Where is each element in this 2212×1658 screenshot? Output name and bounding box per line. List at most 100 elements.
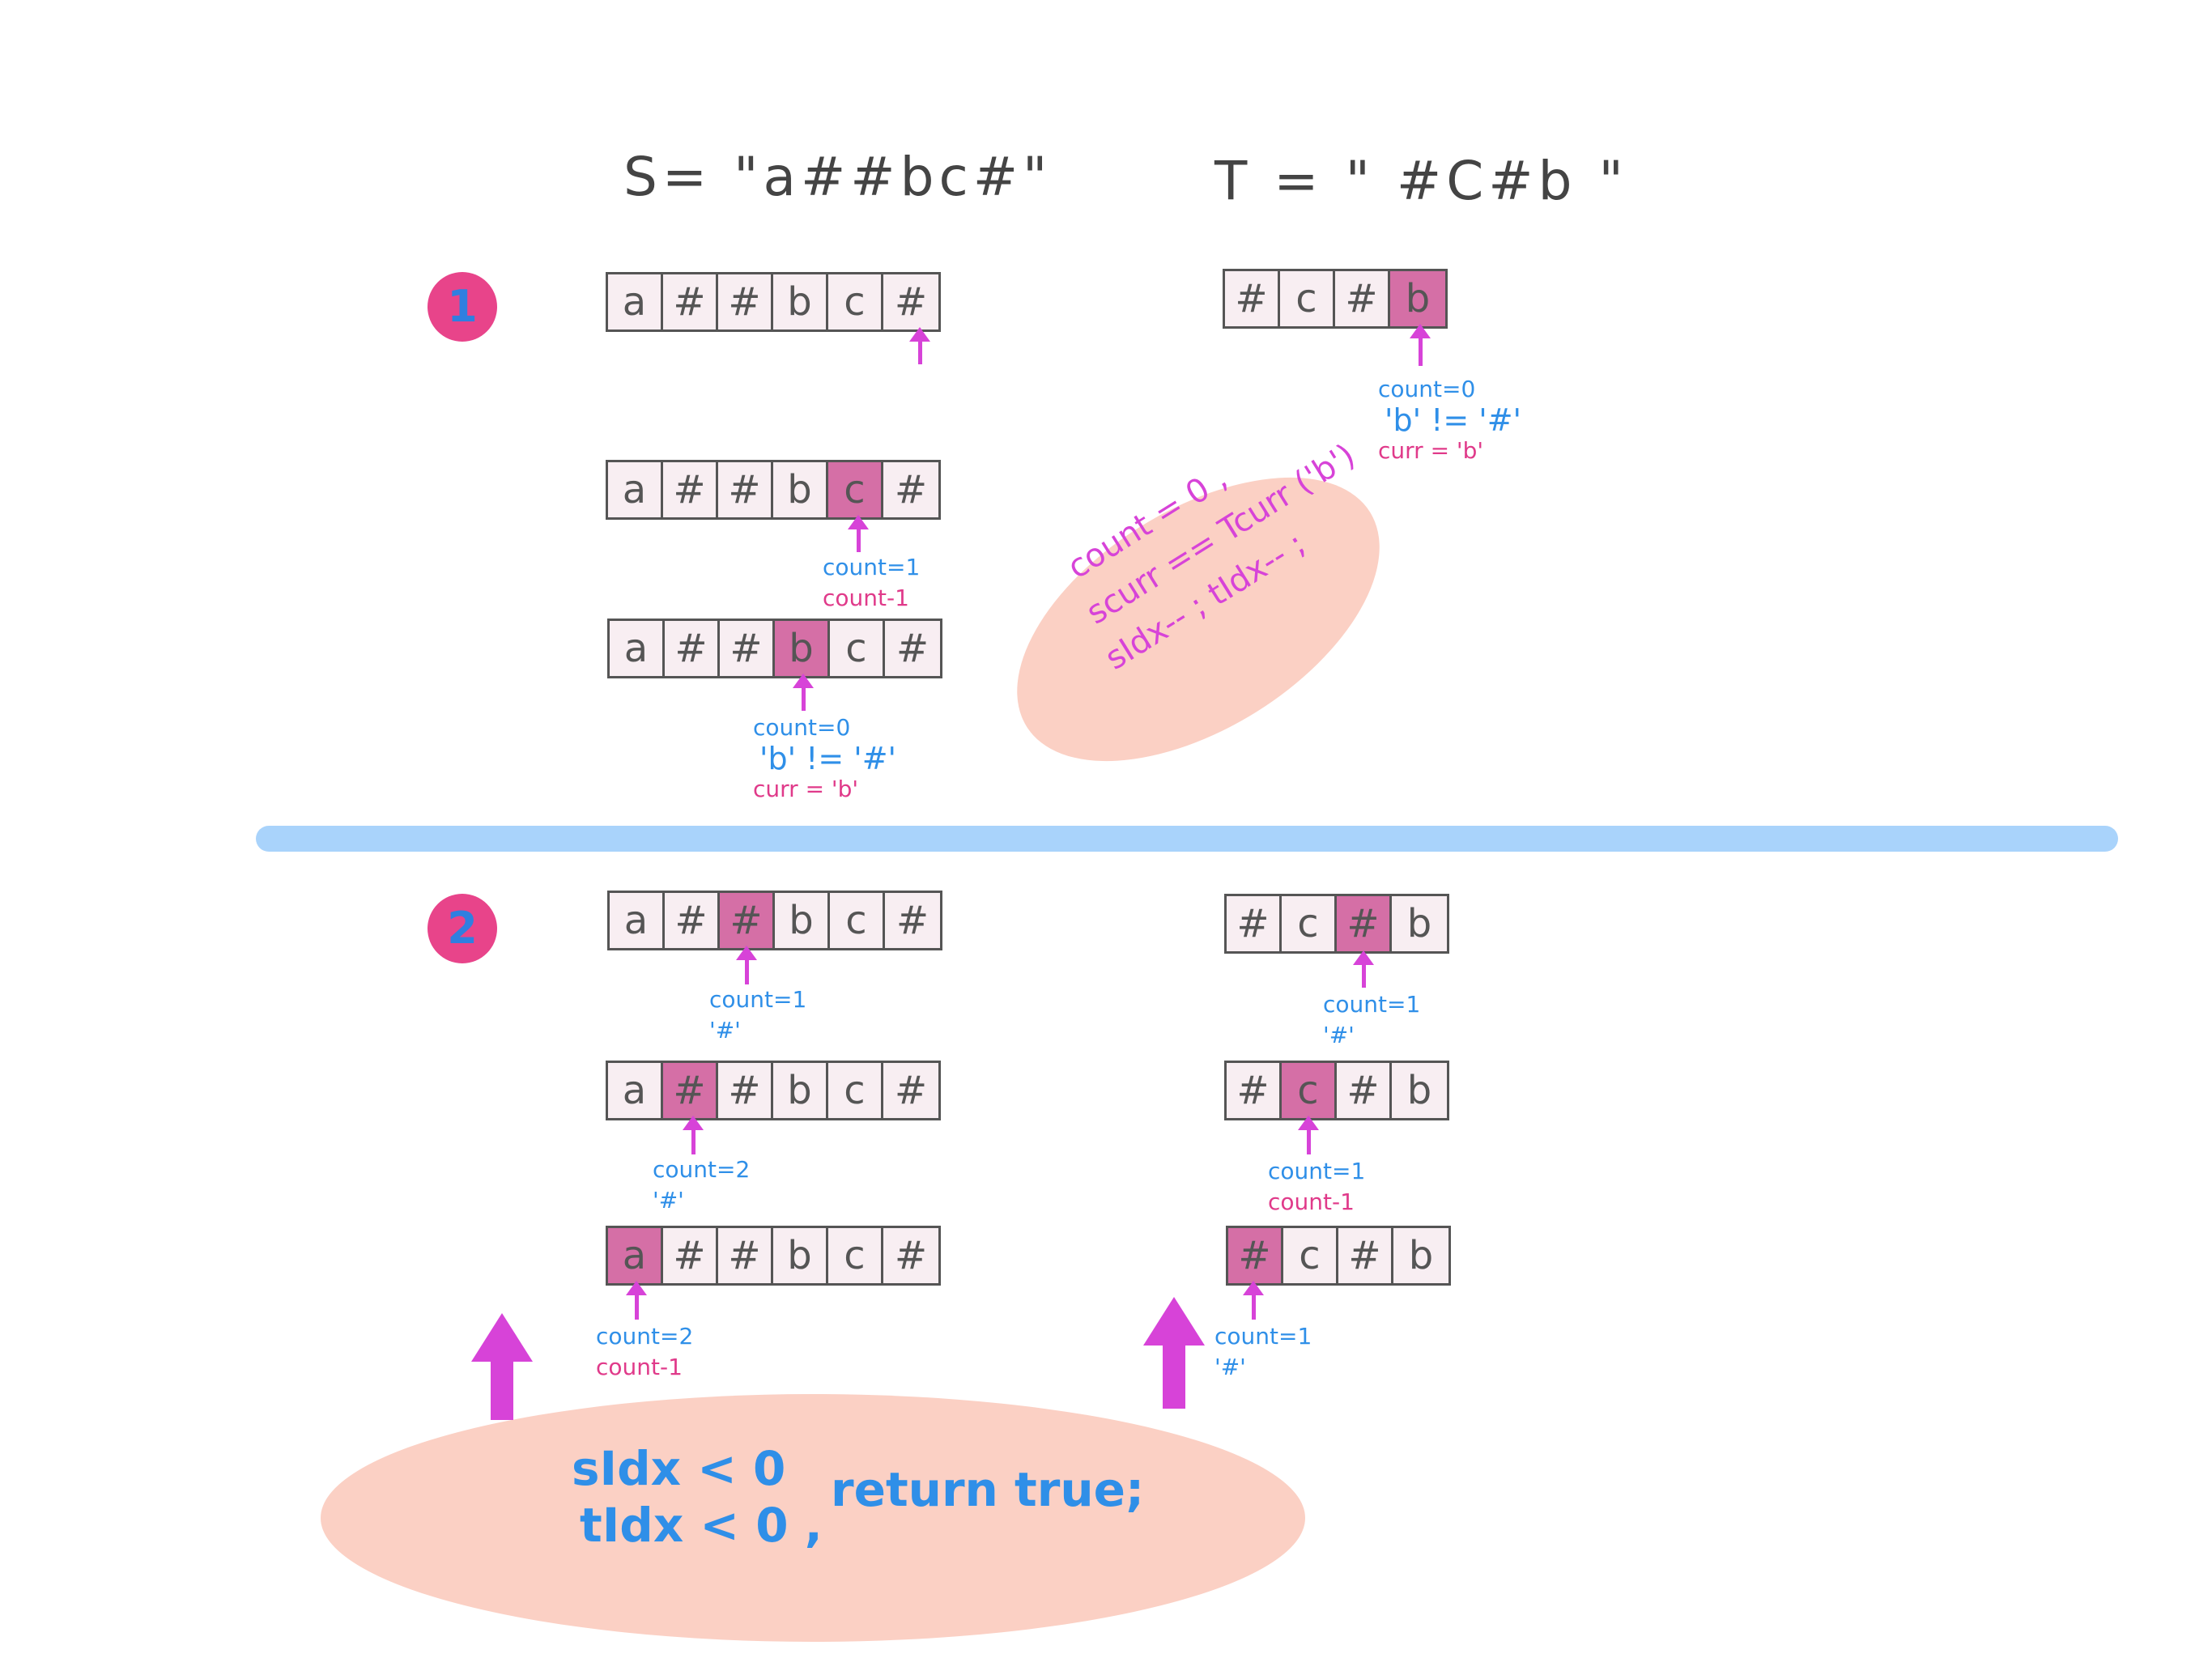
s-cell: #	[663, 1228, 718, 1283]
result-bubble	[321, 1394, 1305, 1642]
s-cell: c	[830, 893, 885, 948]
pointer-arrow	[909, 327, 930, 364]
step-1-badge: 1	[428, 272, 497, 342]
note-line: count=1	[1268, 1158, 1366, 1184]
s-cell: c	[828, 274, 883, 329]
condition-sidx: sIdx < 0	[572, 1441, 786, 1496]
s-cell: #	[663, 462, 718, 517]
s-array: a # # b c #	[606, 1226, 941, 1286]
note-n3: count=0 'b' != '#' curr = 'b'	[753, 712, 896, 805]
note-line: count=2	[596, 1323, 694, 1350]
s-array: a # # b c #	[607, 891, 942, 950]
note-line: count=1	[1214, 1323, 1312, 1350]
s-cell: a	[610, 621, 665, 676]
note-line: count-1	[596, 1354, 683, 1380]
note-line: count=0	[753, 714, 851, 741]
t-cell: c	[1280, 271, 1335, 326]
t-array: # c # b	[1224, 1061, 1449, 1120]
note-n7: count=1 count-1	[1268, 1156, 1365, 1218]
pointer-arrow	[736, 946, 757, 984]
note-n6: count=2 '#'	[653, 1154, 750, 1216]
t-cell: c	[1283, 1228, 1338, 1283]
pointer-arrow	[626, 1281, 647, 1320]
note-line: curr = 'b'	[753, 776, 859, 802]
note-n1: count=0 'b' != '#' curr = 'b'	[1378, 374, 1521, 466]
section-divider	[256, 826, 2118, 852]
note-line: 'b' != '#'	[759, 741, 896, 776]
note-line: '#'	[709, 1017, 741, 1044]
s-cell: #	[894, 467, 928, 512]
s-array: a # # b c #	[606, 1061, 941, 1120]
s-cell: #	[894, 1068, 928, 1113]
pointer-arrow	[1298, 1116, 1319, 1154]
s-cell: b	[773, 1063, 828, 1118]
s-cell: c	[830, 621, 885, 676]
note-n5: count=1 '#'	[1323, 989, 1420, 1051]
s-cell: #	[718, 274, 773, 329]
t-cell-highlighted: b	[1390, 271, 1445, 326]
s-cell: #	[718, 1228, 773, 1283]
s-cell-highlighted: a	[608, 1228, 663, 1283]
big-up-arrow-right	[1143, 1297, 1205, 1409]
note-line: count=2	[653, 1156, 751, 1183]
s-cell: #	[894, 1233, 928, 1278]
s-cell: b	[773, 1228, 828, 1283]
s-cell: #	[718, 1063, 773, 1118]
note-line: count-1	[823, 585, 909, 611]
s-cell-highlighted: #	[720, 893, 775, 948]
pointer-arrow	[683, 1116, 704, 1154]
pointer-arrow	[1243, 1281, 1264, 1320]
t-cell: #	[1227, 896, 1282, 951]
note-line: count=1	[823, 554, 921, 580]
s-cell: c	[828, 1228, 883, 1283]
s-cell: #	[665, 621, 720, 676]
s-cell: a	[608, 274, 663, 329]
s-cell: a	[608, 462, 663, 517]
s-cell: #	[895, 898, 929, 943]
t-cell: b	[1406, 1068, 1432, 1113]
note-n8: count=2 count-1	[596, 1321, 693, 1383]
s-array: a # # b c #	[606, 460, 941, 520]
note-line: count=1	[1323, 991, 1421, 1018]
s-cell: #	[665, 893, 720, 948]
t-array: # c # b	[1223, 269, 1448, 329]
s-cell: #	[720, 621, 775, 676]
pointer-arrow	[793, 674, 814, 711]
s-cell: c	[828, 1063, 883, 1118]
note-n4: count=1 '#'	[709, 984, 806, 1046]
t-title: T = " #C#b "	[1214, 150, 1628, 212]
note-line: 'b' != '#'	[1385, 402, 1521, 438]
step-2-badge: 2	[428, 894, 497, 963]
s-cell: #	[718, 462, 773, 517]
note-n9: count=1 '#'	[1214, 1321, 1312, 1383]
note-line: count-1	[1268, 1188, 1355, 1215]
pointer-arrow	[1353, 950, 1374, 988]
t-cell: #	[1338, 1228, 1393, 1283]
s-array: a # # b c #	[606, 272, 941, 332]
t-array: # c # b	[1226, 1226, 1451, 1286]
note-line: count=1	[709, 986, 807, 1013]
t-cell: b	[1406, 901, 1432, 946]
note-line: '#'	[653, 1187, 684, 1214]
s-cell: b	[773, 462, 828, 517]
s-cell: b	[775, 893, 830, 948]
return-true: return true;	[831, 1462, 1145, 1517]
t-cell: #	[1335, 271, 1390, 326]
t-cell: #	[1337, 1063, 1392, 1118]
s-cell: #	[894, 279, 928, 325]
note-line: count=0	[1378, 376, 1476, 402]
note-line: '#'	[1214, 1354, 1246, 1380]
s-cell: #	[663, 274, 718, 329]
note-line: '#'	[1323, 1022, 1355, 1048]
t-cell-highlighted: #	[1228, 1228, 1283, 1283]
t-cell-highlighted: #	[1337, 896, 1392, 951]
s-cell: #	[895, 626, 929, 671]
s-cell: a	[608, 1063, 663, 1118]
s-title: S= "a##bc#"	[623, 146, 1053, 208]
t-cell: #	[1227, 1063, 1282, 1118]
s-cell-highlighted: c	[828, 462, 883, 517]
note-n2: count=1 count-1	[823, 552, 920, 614]
s-array: a # # b c #	[607, 619, 942, 678]
s-cell-highlighted: b	[775, 621, 830, 676]
t-cell: c	[1282, 896, 1337, 951]
